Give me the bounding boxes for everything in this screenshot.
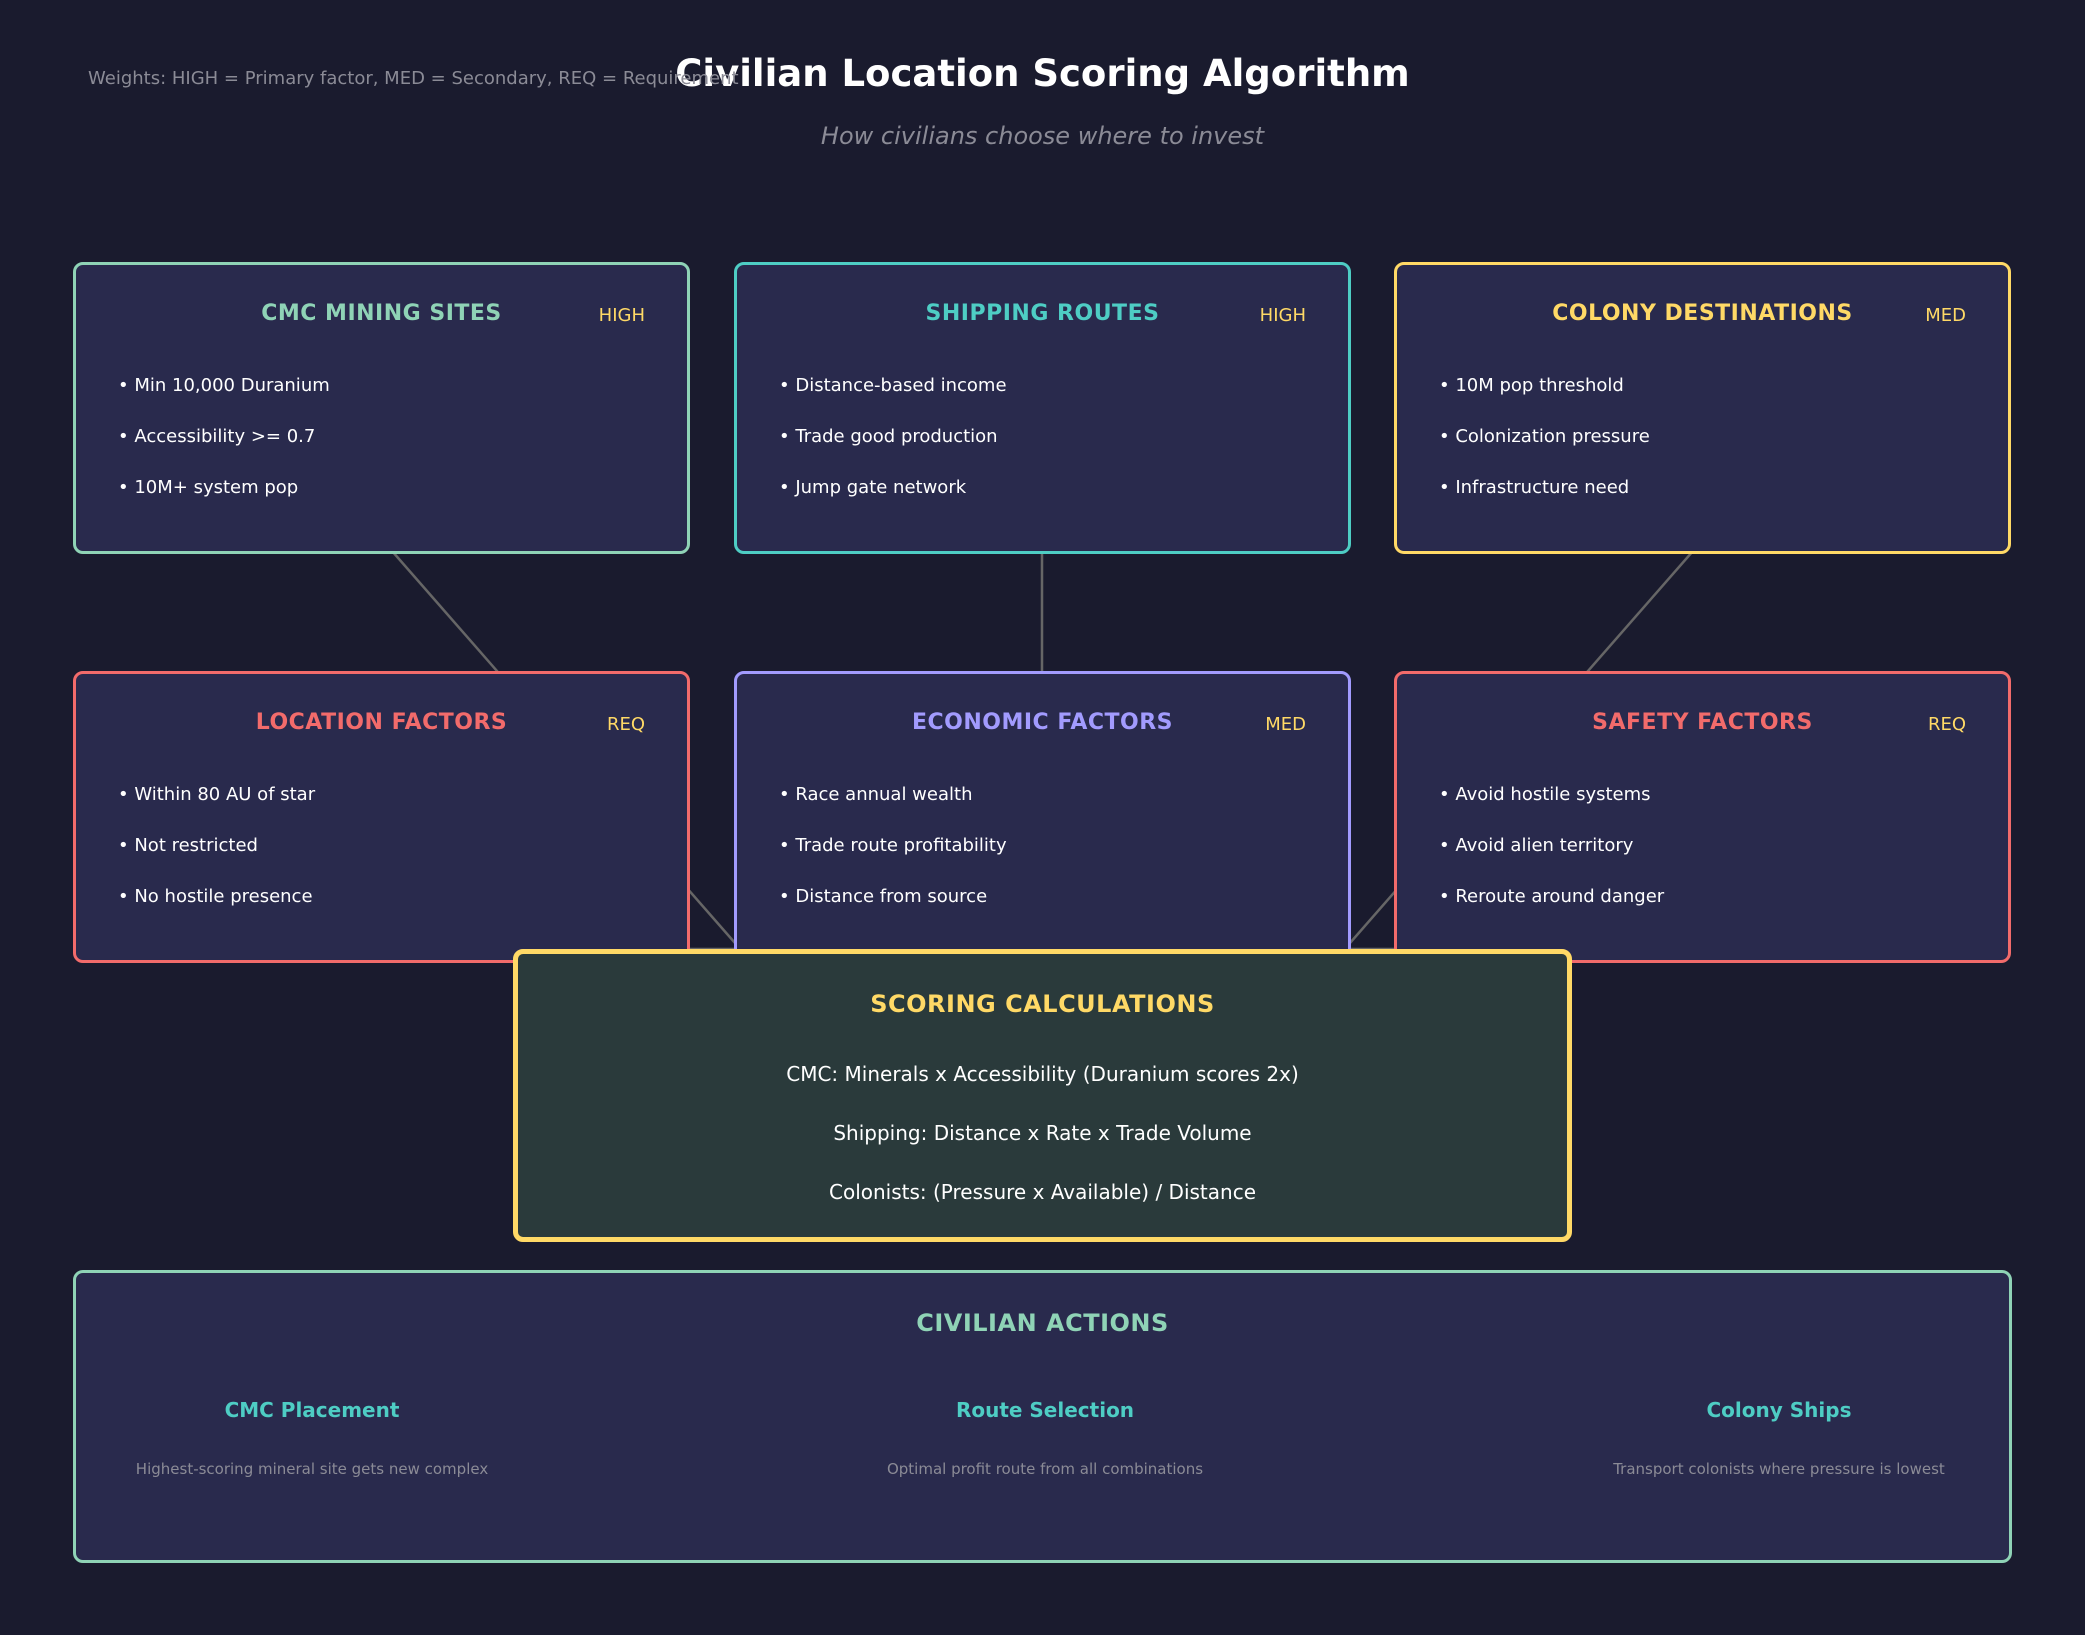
criteria-list: • 10M pop threshold • Colonization press… xyxy=(1439,375,1650,528)
criteria-item: • Avoid hostile systems xyxy=(1439,784,1651,805)
card-title: LOCATION FACTORS xyxy=(255,710,508,735)
card-economic-factors: ECONOMIC FACTORS MED • Race annual wealt… xyxy=(734,671,1351,963)
criteria-item: • No hostile presence xyxy=(118,886,313,907)
criteria-list: • Within 80 AU of star • Not restricted … xyxy=(118,784,315,937)
action-description: Highest-scoring mineral site gets new co… xyxy=(135,1460,489,1478)
criteria-list: • Min 10,000 Duranium • Accessibility >=… xyxy=(118,375,330,528)
criteria-item: • Reroute around danger xyxy=(1439,886,1665,907)
card-title: CMC MINING SITES xyxy=(261,301,502,326)
card-location-factors: LOCATION FACTORS REQ • Within 80 AU of s… xyxy=(73,671,690,963)
formula-colonists: Colonists: (Pressure x Available) / Dist… xyxy=(829,1180,1256,1204)
weight-badge: HIGH xyxy=(1259,305,1306,326)
diagram-title: Civilian Location Scoring Algorithm xyxy=(675,52,1410,95)
diagram-subtitle: How civilians choose where to invest xyxy=(820,122,1265,150)
criteria-list: • Race annual wealth • Trade route profi… xyxy=(779,784,1007,937)
action-colony-ships: Colony Ships Transport colonists where p… xyxy=(1529,1398,2029,1478)
weight-badge: REQ xyxy=(606,714,645,735)
action-description: Optimal profit route from all combinatio… xyxy=(886,1460,1204,1478)
weight-badge: MED xyxy=(1265,714,1306,735)
civilian-actions-box: CIVILIAN ACTIONS CMC Placement Highest-s… xyxy=(73,1270,2012,1563)
card-shipping-routes: SHIPPING ROUTES HIGH • Distance-based in… xyxy=(734,262,1351,554)
card-colony-destinations: COLONY DESTINATIONS MED • 10M pop thresh… xyxy=(1394,262,2011,554)
criteria-item: • Trade route profitability xyxy=(779,835,1007,856)
criteria-item: • Colonization pressure xyxy=(1439,426,1650,447)
weight-badge: HIGH xyxy=(598,305,645,326)
criteria-item: • Distance-based income xyxy=(779,375,1007,396)
criteria-item: • Min 10,000 Duranium xyxy=(118,375,330,396)
criteria-list: • Distance-based income • Trade good pro… xyxy=(779,375,1007,528)
action-name: Route Selection xyxy=(955,1398,1135,1422)
criteria-item: • Avoid alien territory xyxy=(1439,835,1634,856)
card-title: COLONY DESTINATIONS xyxy=(1552,301,1853,326)
criteria-list: • Avoid hostile systems • Avoid alien te… xyxy=(1439,784,1664,937)
criteria-item: • Distance from source xyxy=(779,886,988,907)
criteria-item: • Jump gate network xyxy=(779,477,967,498)
actions-title: CIVILIAN ACTIONS xyxy=(916,1309,1169,1337)
action-cmc-placement: CMC Placement Highest-scoring mineral si… xyxy=(62,1398,562,1478)
scoring-title: SCORING CALCULATIONS xyxy=(870,990,1215,1018)
card-title: SAFETY FACTORS xyxy=(1592,710,1813,735)
action-name: CMC Placement xyxy=(224,1398,400,1422)
weight-badge: MED xyxy=(1925,305,1966,326)
formula-cmc: CMC: Minerals x Accessibility (Duranium … xyxy=(786,1062,1299,1086)
card-safety-factors: SAFETY FACTORS REQ • Avoid hostile syste… xyxy=(1394,671,2011,963)
card-cmc-mining-sites: CMC MINING SITES HIGH • Min 10,000 Duran… xyxy=(73,262,690,554)
criteria-item: • Accessibility >= 0.7 xyxy=(118,426,316,447)
criteria-item: • Not restricted xyxy=(118,835,258,856)
criteria-item: • 10M+ system pop xyxy=(118,477,299,498)
scoring-calculations-box: SCORING CALCULATIONS CMC: Minerals x Acc… xyxy=(513,949,1572,1242)
weights-legend: Weights: HIGH = Primary factor, MED = Se… xyxy=(88,68,739,89)
criteria-item: • Trade good production xyxy=(779,426,998,447)
criteria-item: • Race annual wealth xyxy=(779,784,973,805)
criteria-item: • 10M pop threshold xyxy=(1439,375,1624,396)
weight-badge: REQ xyxy=(1927,714,1966,735)
action-route-selection: Route Selection Optimal profit route fro… xyxy=(795,1398,1295,1478)
action-name: Colony Ships xyxy=(1706,1398,1852,1422)
criteria-item: • Within 80 AU of star xyxy=(118,784,316,805)
formula-shipping: Shipping: Distance x Rate x Trade Volume xyxy=(833,1121,1252,1145)
card-title: SHIPPING ROUTES xyxy=(925,301,1160,326)
criteria-item: • Infrastructure need xyxy=(1439,477,1630,498)
action-description: Transport colonists where pressure is lo… xyxy=(1613,1460,1945,1478)
card-title: ECONOMIC FACTORS xyxy=(911,710,1174,735)
